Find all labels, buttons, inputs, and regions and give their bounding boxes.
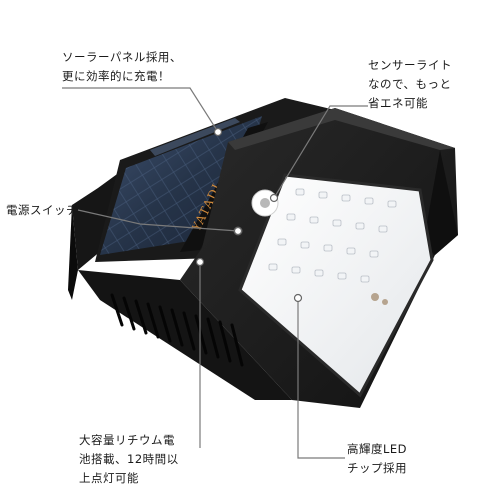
led-chip: [369, 250, 379, 258]
led-chip: [378, 225, 388, 233]
vent-slot: [218, 320, 232, 363]
led-chip: [277, 238, 287, 246]
led-chip: [346, 247, 356, 255]
callout-line-sensor: [269, 105, 368, 203]
led-lens-panel: [238, 173, 434, 398]
vent-slot: [110, 293, 124, 327]
callout-sensor-light: センサーライト なので、もっと 省エネ可能: [368, 58, 452, 110]
led-chip: [295, 188, 305, 196]
vent-slot: [182, 311, 196, 351]
callout-line-battery: [195, 257, 205, 448]
callout-line-led: [293, 293, 345, 459]
callout-line-solar: [62, 87, 223, 137]
led-chip: [332, 219, 342, 227]
vent-slot: [158, 305, 172, 343]
vent-slot: [134, 299, 148, 335]
callout-led-chips: 高輝度LED チップ採用: [347, 442, 408, 475]
led-chip: [291, 266, 301, 274]
vent-slot: [122, 296, 136, 331]
vent-slot: [146, 302, 160, 339]
vent-slot: [206, 317, 220, 359]
led-chip: [318, 191, 328, 199]
led-chip: [387, 200, 397, 208]
vent-slot: [230, 323, 244, 367]
callout-battery: 大容量リチウム電 池搭載、12時間以 上点灯可能: [79, 433, 179, 485]
led-chip: [268, 263, 278, 271]
led-chip: [355, 222, 365, 230]
led-chip: [314, 269, 324, 277]
motion-sensor: [251, 189, 279, 217]
vent-slot: [194, 314, 208, 355]
led-chip: [341, 194, 351, 202]
light-sensor: [371, 293, 388, 305]
led-chip: [309, 216, 319, 224]
vent-section: [78, 270, 292, 400]
led-chip: [337, 272, 347, 280]
led-chip: [360, 275, 370, 283]
led-chip: [323, 244, 333, 252]
callout-power-switch: 電源スイッチ: [6, 203, 78, 217]
led-chip: [286, 213, 296, 221]
callout-solar-panel: ソーラーパネル採用、 更に効率的に充電！: [62, 50, 182, 83]
callout-line-switch: [77, 209, 243, 236]
led-chip: [364, 197, 374, 205]
led-chip: [300, 241, 310, 249]
vent-slot: [170, 308, 184, 347]
